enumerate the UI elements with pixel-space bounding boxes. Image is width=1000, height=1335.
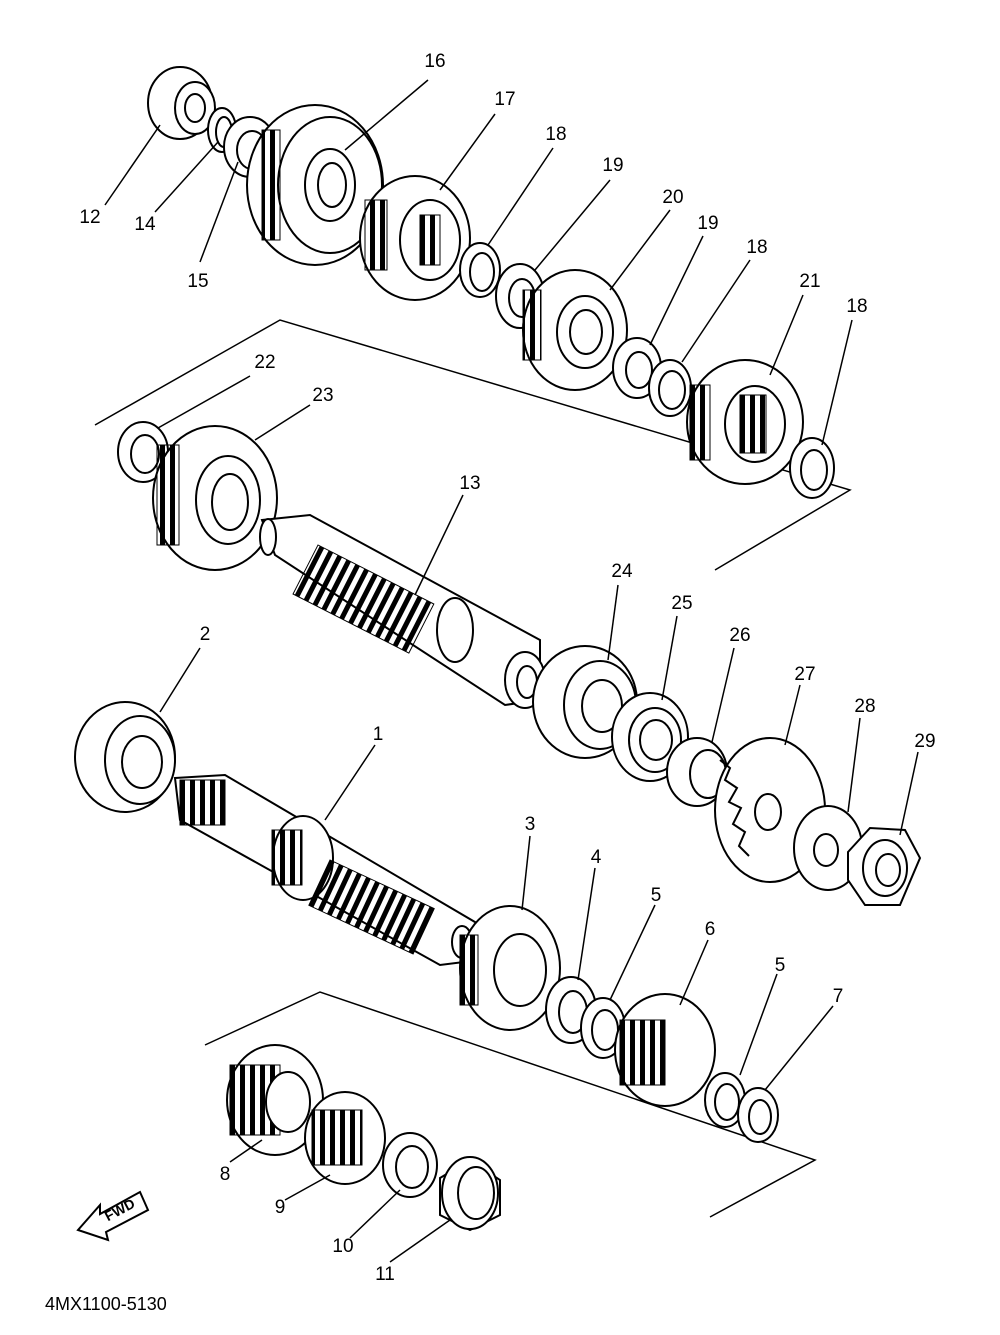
- label-23: 23: [312, 385, 333, 406]
- label-17: 17: [494, 89, 515, 110]
- gear-17: [359, 175, 471, 301]
- label-1: 1: [373, 724, 384, 745]
- upper-group-outline: [94, 319, 852, 571]
- bearing-24: [532, 645, 638, 759]
- label-4: 4: [591, 847, 602, 868]
- gear-8: [226, 1044, 324, 1156]
- label-5-b: 5: [775, 955, 786, 976]
- label-7: 7: [833, 986, 844, 1007]
- washer-10: [382, 1132, 438, 1198]
- collar-26: [666, 737, 728, 807]
- label-5-a: 5: [651, 885, 662, 906]
- label-14: 14: [134, 214, 156, 235]
- lower-group-outline: [204, 991, 817, 1218]
- leader-lines: [104, 79, 919, 1263]
- gear-20: [522, 269, 628, 391]
- bushing-11: [439, 1156, 501, 1232]
- label-9: 9: [275, 1197, 286, 1218]
- label-18-a: 18: [545, 124, 566, 145]
- gear-9: [304, 1091, 386, 1185]
- label-24: 24: [611, 561, 633, 582]
- label-18-c: 18: [846, 296, 867, 317]
- label-12: 12: [79, 207, 100, 228]
- label-27: 27: [794, 664, 815, 685]
- label-28: 28: [854, 696, 875, 717]
- nut-29: [847, 826, 922, 906]
- label-19-b: 19: [697, 213, 718, 234]
- circlip-18-top: [459, 242, 501, 298]
- circlip-18-mid: [648, 359, 692, 417]
- shaft-13: [259, 513, 546, 709]
- bearing-12: [147, 66, 216, 140]
- label-21: 21: [799, 271, 820, 292]
- label-8: 8: [220, 1164, 231, 1185]
- label-29: 29: [914, 731, 935, 752]
- part-labels: 12 14 15 16 17 18 19 20 19 18 21 18 22 2…: [79, 51, 935, 1285]
- diagram-code: 4MX1100-5130: [45, 1294, 167, 1314]
- label-15: 15: [187, 271, 208, 292]
- label-26: 26: [729, 625, 750, 646]
- shaft-1: [173, 773, 481, 967]
- circlip-5-lower: [704, 1072, 746, 1128]
- gear-6: [614, 993, 716, 1107]
- label-20: 20: [662, 187, 683, 208]
- label-2: 2: [200, 624, 211, 645]
- gear-21: [686, 359, 804, 485]
- gear-16: [246, 104, 384, 266]
- label-11: 11: [375, 1264, 395, 1285]
- label-19-a: 19: [602, 155, 623, 176]
- bearing-2: [74, 701, 176, 813]
- label-16: 16: [424, 51, 445, 72]
- circlip-18-end: [789, 437, 835, 499]
- label-10: 10: [332, 1236, 353, 1257]
- label-13: 13: [459, 473, 480, 494]
- label-18-b: 18: [746, 237, 767, 258]
- label-6: 6: [705, 919, 716, 940]
- gear-3: [459, 905, 561, 1031]
- washer-22: [117, 421, 169, 483]
- label-22: 22: [254, 352, 275, 373]
- label-3: 3: [525, 814, 536, 835]
- washer-7: [737, 1087, 779, 1143]
- gear-23: [152, 425, 278, 571]
- label-25: 25: [671, 593, 692, 614]
- forward-direction-arrow: FWD: [76, 1190, 150, 1242]
